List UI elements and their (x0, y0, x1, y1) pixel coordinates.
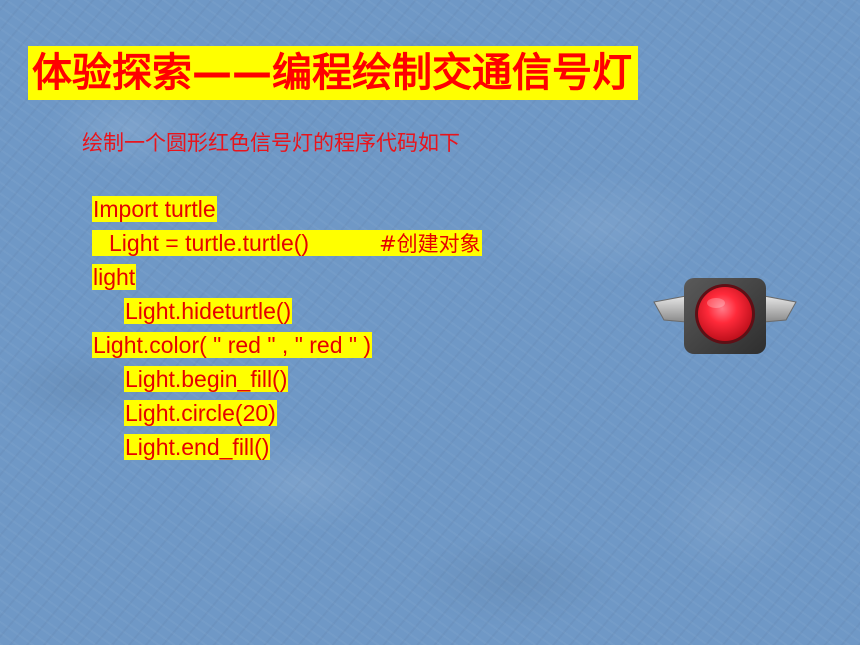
code-text: Light.circle(20) (124, 400, 277, 426)
code-line-7: Light.circle(20) (124, 398, 277, 429)
code-text: Light = turtle.turtle() #创建对象 (92, 230, 482, 256)
left-visor (653, 295, 687, 323)
code-line-1: Import turtle (92, 194, 217, 225)
code-line-2: Light = turtle.turtle() #创建对象 (92, 228, 482, 259)
code-line-8: Light.end_fill() (124, 432, 271, 463)
code-comment: #创建对象 (379, 232, 481, 256)
red-lamp (698, 287, 752, 341)
slide-title: 体验探索——编程绘制交通信号灯 (28, 46, 638, 100)
code-text: light (92, 264, 137, 290)
code-line-3: light (92, 262, 137, 293)
code-text: Light.end_fill() (124, 434, 271, 460)
code-line-4: Light.hideturtle() (124, 296, 293, 327)
code-line-5: Light.color( " red " , " red " ) (92, 330, 373, 361)
code-text: Light.begin_fill() (124, 366, 289, 392)
code-line-6: Light.begin_fill() (124, 364, 289, 395)
slide-subtitle: 绘制一个圆形红色信号灯的程序代码如下 (82, 131, 460, 155)
code-statement: Light = turtle.turtle() (109, 230, 310, 256)
lamp-glare (707, 298, 725, 308)
right-visor (763, 295, 797, 323)
code-text: Light.color( " red " , " red " ) (92, 332, 373, 358)
traffic-light-icon (653, 278, 797, 354)
code-text: Import turtle (92, 196, 217, 222)
code-text: Light.hideturtle() (124, 298, 293, 324)
